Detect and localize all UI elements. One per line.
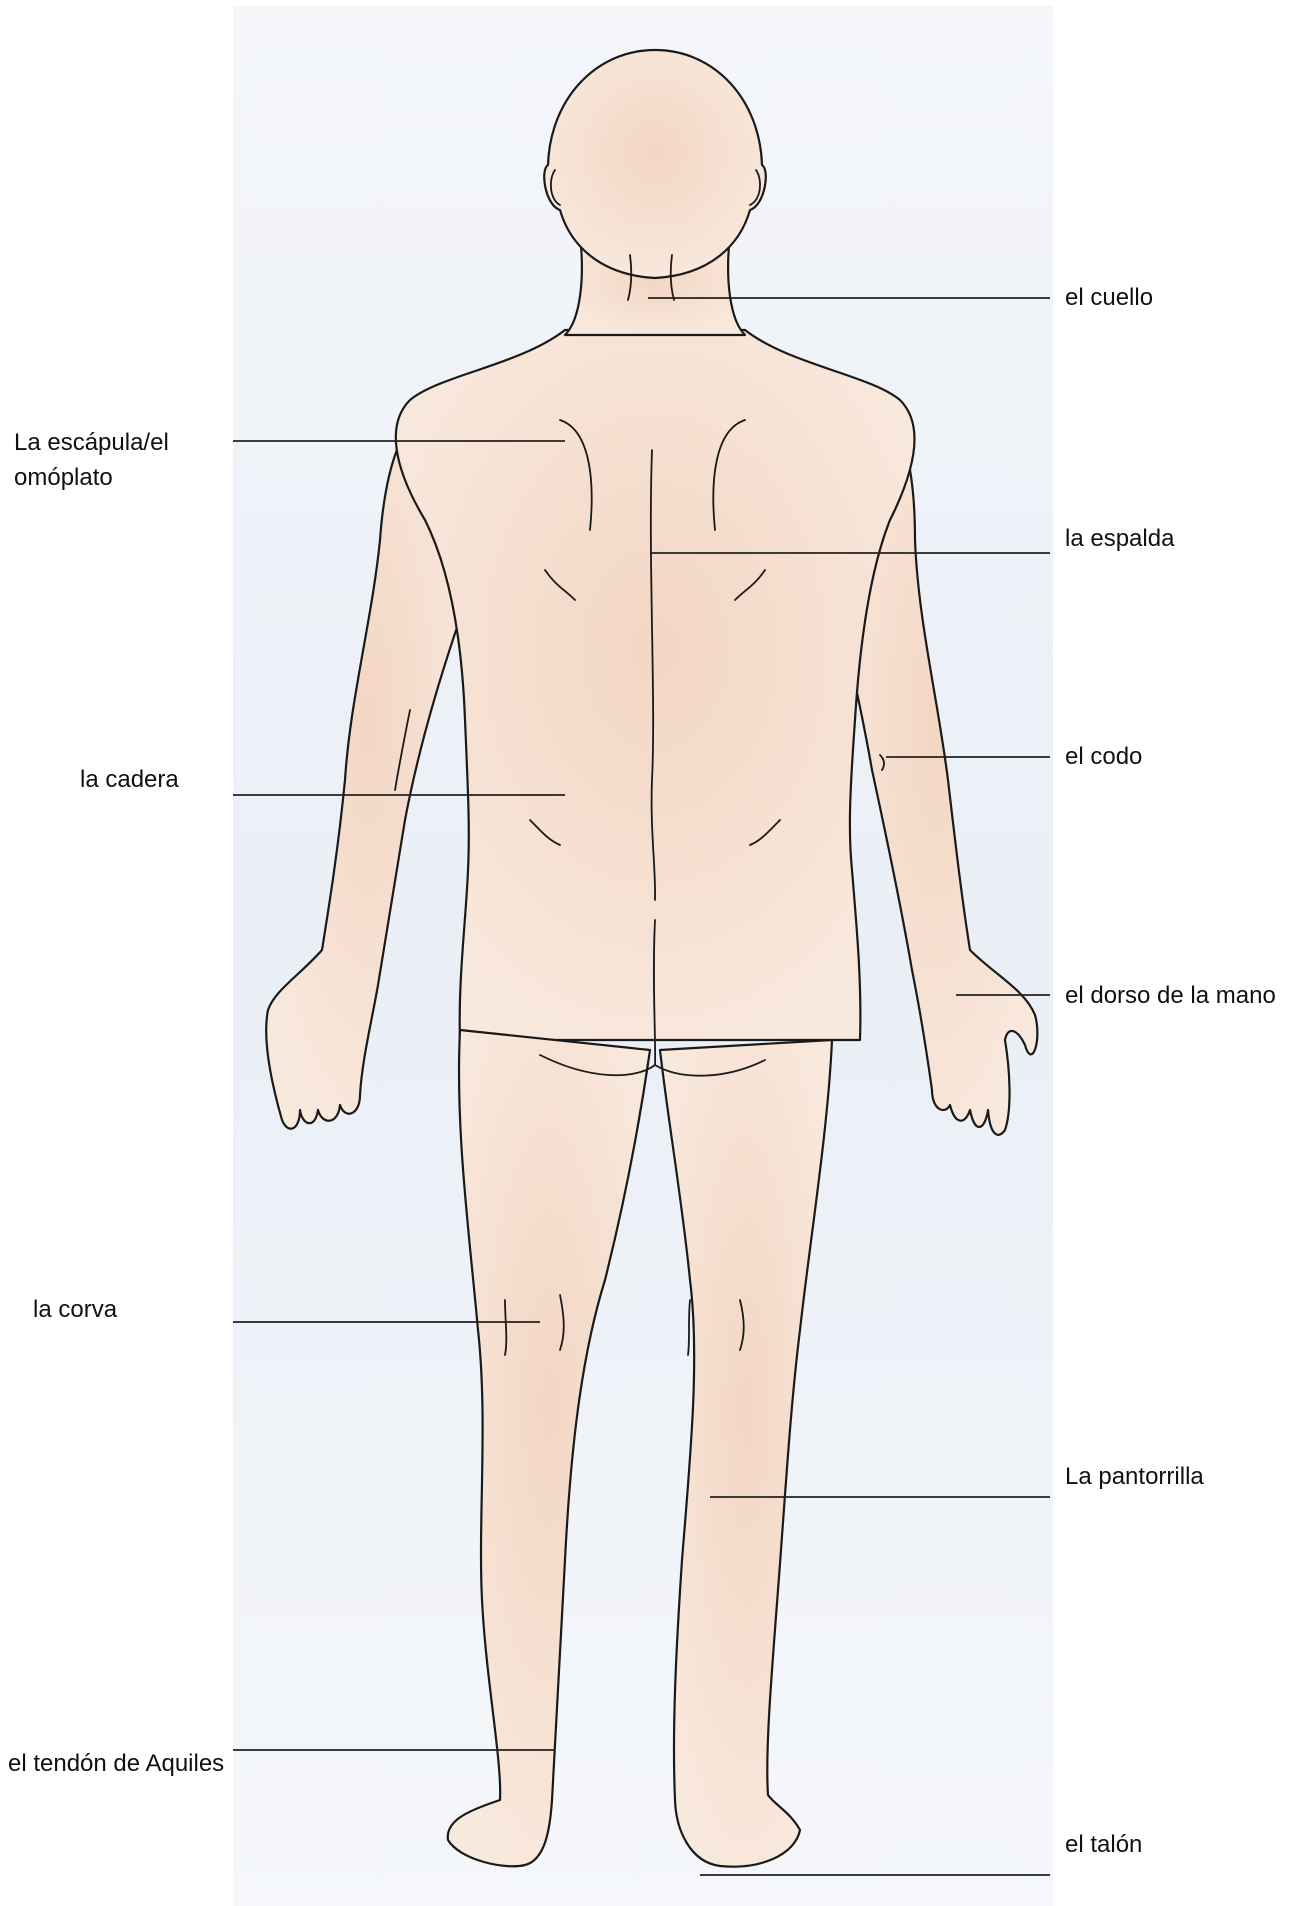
- head: [544, 50, 766, 278]
- label-tendon: el tendón de Aquiles: [8, 1747, 224, 1781]
- label-espalda: la espalda: [1065, 522, 1174, 556]
- label-escapula-line1: La escápula/el: [14, 426, 169, 460]
- label-pantorrilla: La pantorrilla: [1065, 1460, 1204, 1494]
- label-codo: el codo: [1065, 740, 1142, 774]
- label-escapula-line2: omóplato: [14, 461, 113, 495]
- label-cuello: el cuello: [1065, 281, 1153, 315]
- label-cadera: la cadera: [80, 763, 179, 797]
- label-talon: el talón: [1065, 1828, 1142, 1862]
- label-corva: la corva: [33, 1293, 117, 1327]
- label-dorso-mano: el dorso de la mano: [1065, 979, 1276, 1013]
